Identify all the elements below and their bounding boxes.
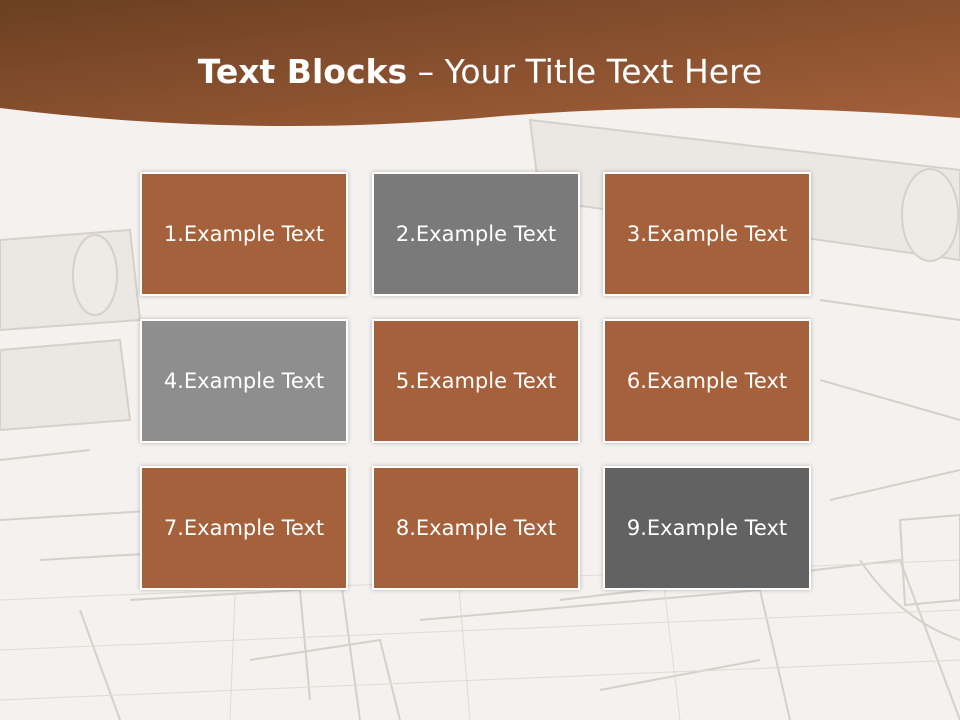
text-block-1: 1.Example Text [140,172,348,296]
text-block-3: 3.Example Text [603,172,811,296]
text-block-9: 9.Example Text [603,466,811,590]
text-block-5: 5.Example Text [372,319,580,443]
text-block-2: 2.Example Text [372,172,580,296]
header-band [0,0,960,126]
text-block-6: 6.Example Text [603,319,811,443]
title-rest: Your Title Text Here [444,52,763,91]
slide-title: Text Blocks – Your Title Text Here [0,52,960,91]
title-dash: – [407,52,445,91]
text-block-4: 4.Example Text [140,319,348,443]
text-block-7: 7.Example Text [140,466,348,590]
title-bold: Text Blocks [197,52,408,91]
text-block-8: 8.Example Text [372,466,580,590]
